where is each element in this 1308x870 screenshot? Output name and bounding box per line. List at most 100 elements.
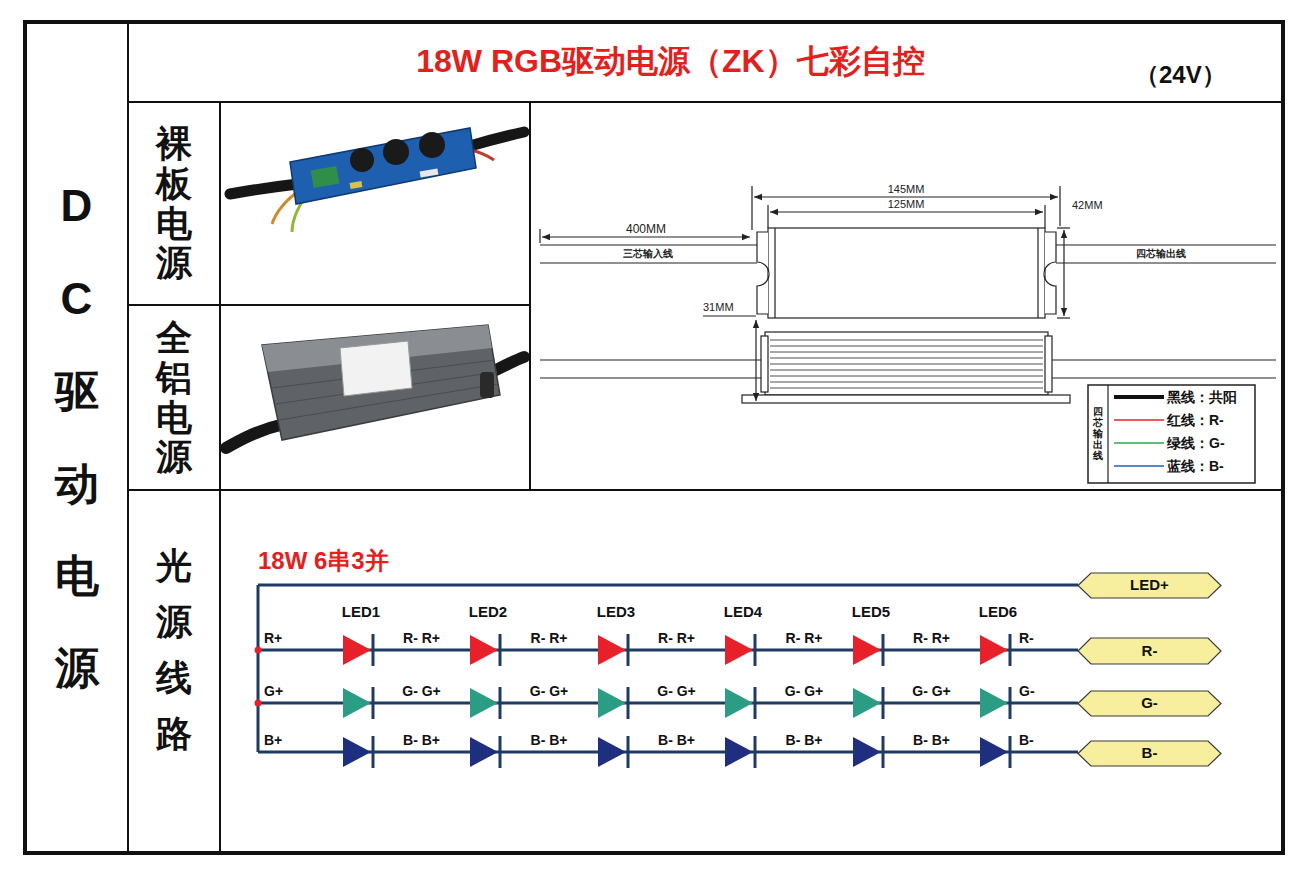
junction-dots-part bbox=[255, 647, 262, 654]
annotation-label: （24V） bbox=[1135, 61, 1226, 89]
annotation-label: 31MM bbox=[703, 301, 734, 314]
technical-drawing-part bbox=[765, 332, 1048, 395]
bare-board-photo-part bbox=[350, 181, 363, 189]
bare-board-photo-part bbox=[350, 148, 374, 172]
signal-label: R- R+ bbox=[530, 630, 569, 646]
legend-line-sample bbox=[1114, 442, 1164, 444]
tag-shape bbox=[1078, 573, 1221, 598]
technical-drawing-part bbox=[754, 196, 1058, 197]
bare-board-photo-part bbox=[311, 166, 340, 188]
technical-drawing-part bbox=[1057, 227, 1070, 228]
annotation-label: 125MM bbox=[888, 198, 925, 211]
signal-label: G- G+ bbox=[911, 683, 952, 699]
row-heading: 光源线路 bbox=[128, 490, 220, 810]
signal-label: B- bbox=[1018, 732, 1035, 748]
led-triangle bbox=[853, 688, 881, 718]
technical-drawing-part bbox=[1057, 317, 1070, 318]
tag-text: G- bbox=[1141, 695, 1158, 712]
tag-text: B- bbox=[1142, 745, 1158, 762]
technical-drawing bbox=[540, 186, 1276, 483]
bare-board-photo-part bbox=[420, 168, 439, 177]
signal-label: G- G+ bbox=[656, 683, 697, 699]
circuit-wiring-part bbox=[258, 584, 1078, 587]
terminal-tag: B- bbox=[1077, 740, 1222, 767]
tag-text: R- bbox=[1142, 643, 1158, 660]
signal-label: R- R+ bbox=[402, 630, 441, 646]
led-triangle bbox=[598, 688, 626, 718]
led-cathode-bar bbox=[372, 736, 375, 768]
circuit-wiring-part bbox=[258, 650, 1078, 752]
led-triangle bbox=[470, 688, 498, 718]
led-cathode-bar bbox=[627, 736, 630, 768]
table-grid-part bbox=[128, 489, 1283, 491]
table-grid-part bbox=[128, 304, 530, 306]
led-symbols bbox=[343, 634, 1010, 768]
led-triangle bbox=[853, 737, 881, 767]
signal-label: B- B+ bbox=[657, 732, 696, 748]
led-cathode-bar bbox=[499, 687, 502, 719]
aluminium-case-photo-part bbox=[262, 325, 500, 440]
led-triangle bbox=[980, 737, 1008, 767]
annotation-label: 18W 6串3并 bbox=[258, 547, 389, 575]
table-grid-part bbox=[529, 102, 531, 490]
signal-label: B- B+ bbox=[530, 732, 569, 748]
led-cathode-bar bbox=[754, 736, 757, 768]
technical-drawing-part bbox=[539, 229, 540, 243]
signal-label: G- bbox=[1018, 683, 1036, 699]
technical-drawing-part bbox=[1045, 336, 1052, 392]
signal-label: R- R+ bbox=[785, 630, 824, 646]
aluminium-case-photo-part bbox=[340, 341, 412, 396]
signal-label: LED1 bbox=[342, 603, 380, 620]
signal-label: R- R+ bbox=[912, 630, 951, 646]
technical-drawing-part bbox=[775, 228, 1038, 318]
led-triangle bbox=[725, 688, 753, 718]
legend-text: 蓝线：B- bbox=[1167, 457, 1224, 475]
aluminium-case-photo-part bbox=[226, 424, 284, 448]
junction-dots bbox=[255, 647, 262, 707]
led-cathode-bar bbox=[754, 634, 757, 666]
led-triangle bbox=[853, 635, 881, 665]
table-grid-part bbox=[127, 22, 129, 853]
led-cathode-bar bbox=[627, 687, 630, 719]
led-triangle bbox=[343, 737, 371, 767]
table-grid-part bbox=[25, 22, 1283, 853]
technical-drawing-part bbox=[768, 228, 1045, 318]
bare-board-photo-part bbox=[230, 184, 298, 194]
led-triangle bbox=[598, 737, 626, 767]
technical-drawing-part bbox=[1059, 186, 1060, 226]
technical-drawing-part bbox=[1107, 385, 1108, 483]
technical-drawing-part bbox=[1044, 232, 1056, 314]
side-heading: DC驱动电源 bbox=[25, 22, 128, 853]
led-cathode-bar bbox=[882, 736, 885, 768]
aluminium-case-photo-part bbox=[480, 372, 494, 398]
technical-drawing-part bbox=[542, 236, 750, 237]
tag-text: LED+ bbox=[1130, 577, 1169, 594]
technical-drawing-part bbox=[757, 232, 769, 314]
signal-label: R+ bbox=[263, 630, 283, 646]
signal-label: G- G+ bbox=[529, 683, 570, 699]
table-grid-part bbox=[128, 101, 1283, 103]
led-triangle bbox=[725, 635, 753, 665]
annotation-label: 三芯输入线 bbox=[622, 248, 674, 260]
technical-drawing-part bbox=[703, 315, 756, 316]
heading-text: 光源线路 bbox=[156, 538, 192, 761]
terminal-tag: G- bbox=[1077, 690, 1222, 717]
technical-drawing-part bbox=[1044, 205, 1045, 228]
heading-text: 全铝电源 bbox=[156, 318, 192, 476]
circuit-wiring bbox=[258, 585, 1078, 752]
tag-shape bbox=[1078, 638, 1221, 664]
annotation-label: 400MM bbox=[626, 222, 666, 236]
signal-label: LED5 bbox=[852, 603, 890, 620]
signal-label: G- G+ bbox=[401, 683, 442, 699]
bare-board-photo-part bbox=[470, 132, 524, 146]
led-cathode-bar bbox=[1009, 634, 1012, 666]
led-triangle bbox=[725, 737, 753, 767]
technical-drawing-part bbox=[770, 211, 1043, 212]
row-heading: 裸板电源 bbox=[128, 102, 220, 305]
led-cathode-bar bbox=[882, 634, 885, 666]
aluminium-case-photo-part bbox=[496, 357, 524, 370]
signal-label: LED3 bbox=[597, 603, 635, 620]
led-triangle bbox=[980, 688, 1008, 718]
